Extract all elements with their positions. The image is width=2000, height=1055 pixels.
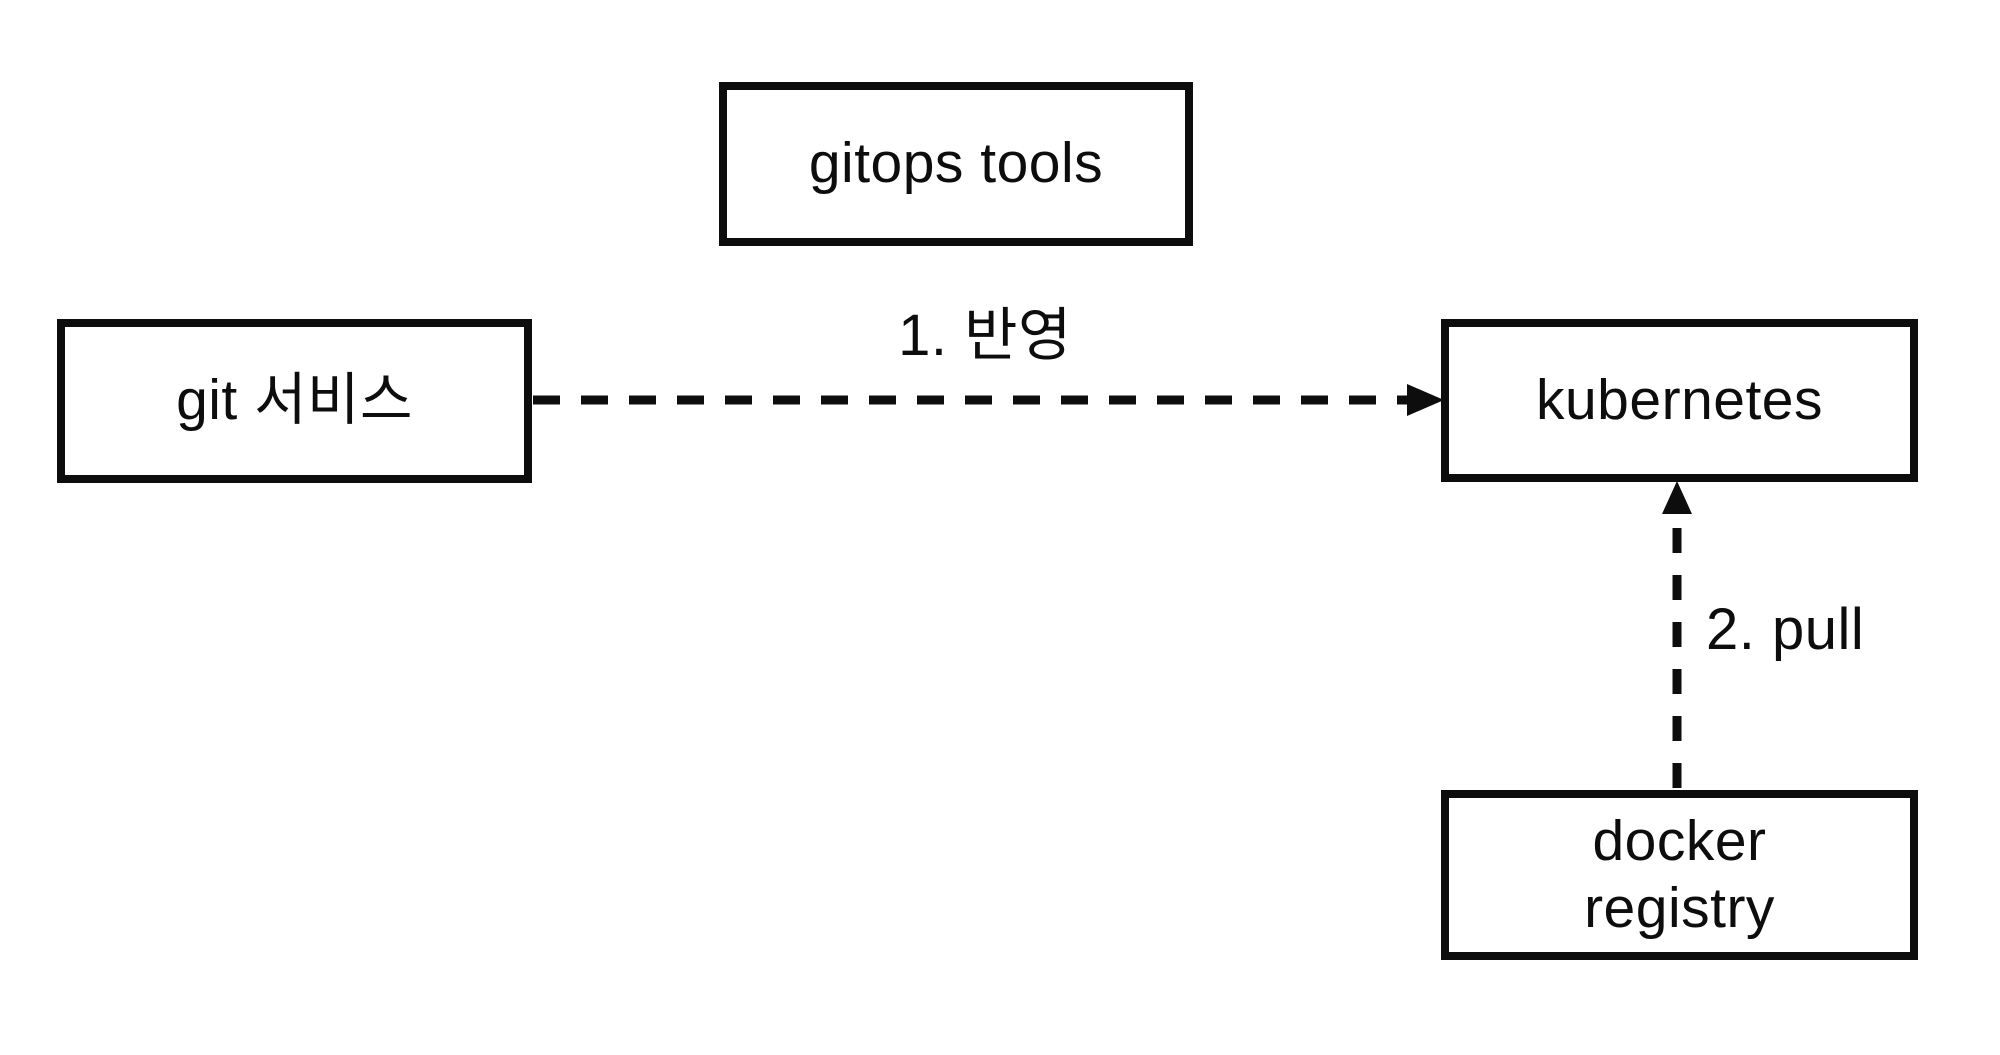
arrowhead-right-icon [1407,384,1444,416]
node-docker-registry-label: docker registry [1584,808,1775,940]
arrowhead-up-icon [1662,481,1692,514]
node-git-service-label: git 서비스 [176,368,413,433]
node-kubernetes-label: kubernetes [1535,367,1824,432]
edge-pull-label: 2. pull [1706,597,1865,662]
node-gitops-tools: gitops tools [719,82,1193,246]
node-gitops-tools-label: gitops tools [808,131,1104,196]
edge-reflect-label: 1. 반영 [898,303,1072,368]
node-kubernetes: kubernetes [1441,319,1918,482]
node-docker-registry: docker registry [1441,790,1918,960]
node-git-service: git 서비스 [57,319,532,483]
